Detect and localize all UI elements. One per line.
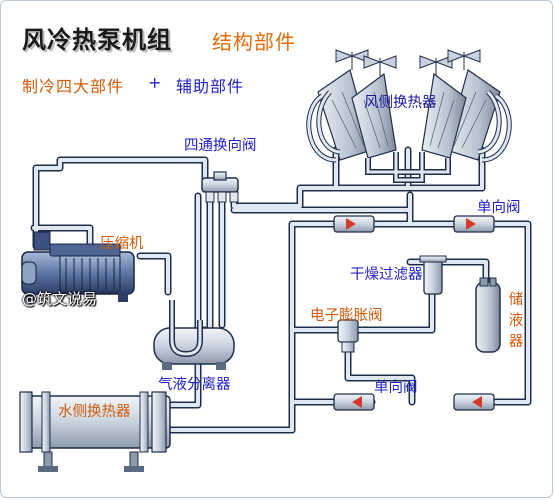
subtitle-plus: + xyxy=(148,73,163,92)
subtitle-aux-parts: 辅助部件 xyxy=(176,77,245,96)
label-expansion-valve: 电子膨胀阀 xyxy=(310,308,383,324)
filter-drier xyxy=(419,255,447,295)
label-four-way-valve: 四通换向阀 xyxy=(184,138,257,154)
liquid-receiver xyxy=(475,277,501,353)
check-valve-bottom-right xyxy=(453,393,495,411)
label-air-hx: 风侧换热器 xyxy=(364,95,437,111)
check-valve-bottom-left xyxy=(333,393,375,411)
watermark: @筑文说易 xyxy=(22,290,98,308)
electronic-expansion-valve xyxy=(337,319,359,353)
page-title: 风冷热泵机组 xyxy=(22,26,172,54)
page-title-sub: 结构部件 xyxy=(212,30,296,54)
subtitle-core-parts: 制冷四大部件 xyxy=(22,77,125,96)
check-valve-top-left xyxy=(333,215,375,233)
compressor xyxy=(21,231,135,302)
air-hx-left-coil xyxy=(306,69,397,163)
label-compressor: 压缩机 xyxy=(100,236,144,252)
fan-icon xyxy=(335,49,481,76)
label-filter-drier: 干燥过滤器 xyxy=(350,267,423,283)
four-way-valve xyxy=(201,171,239,203)
air-side-heat-exchanger xyxy=(306,49,512,183)
label-check-valve-top: 单向阀 xyxy=(477,200,521,216)
check-valve-top-right xyxy=(453,215,495,233)
gas-liquid-separator xyxy=(153,300,235,370)
label-separator: 气液分离器 xyxy=(158,377,231,393)
label-water-hx: 水侧换热器 xyxy=(58,404,131,420)
air-hx-right-coil xyxy=(421,69,512,163)
label-receiver: 储液器 xyxy=(508,292,524,350)
label-check-valve-bottom: 单向阀 xyxy=(374,380,418,396)
water-side-heat-exchanger xyxy=(19,391,171,472)
